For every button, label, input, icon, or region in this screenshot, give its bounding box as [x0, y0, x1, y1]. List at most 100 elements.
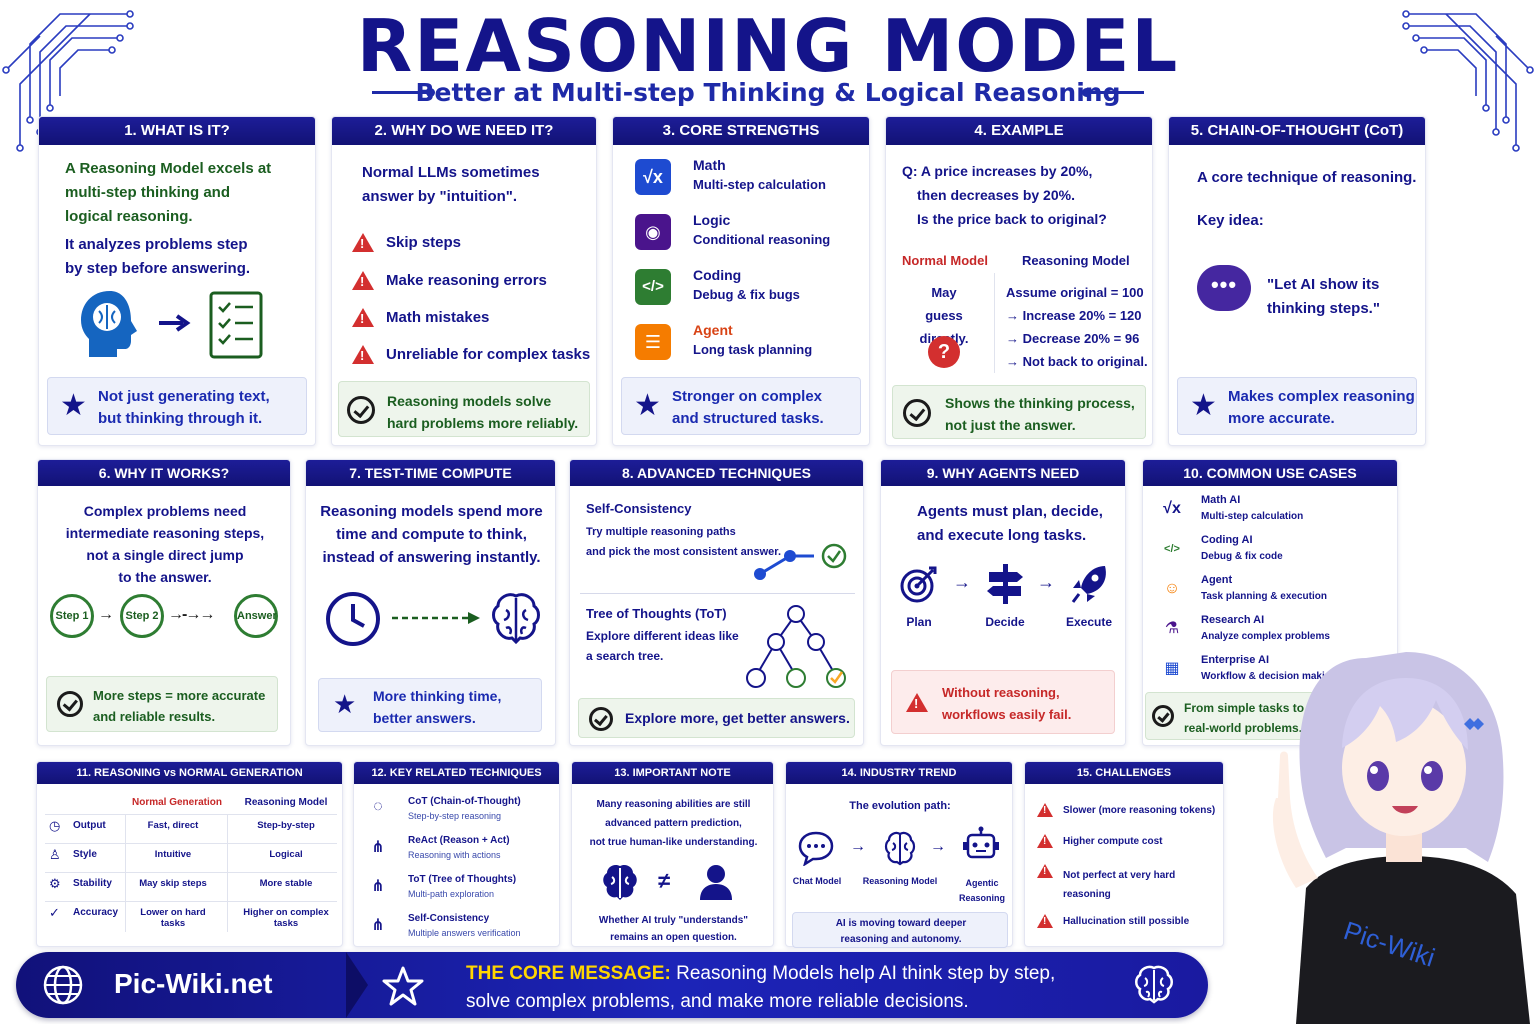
text-line: Reasoning models solve	[387, 393, 552, 409]
callout-box: Without reasoning, workflows easily fail…	[891, 670, 1115, 734]
col-header-normal: Normal Generation	[131, 797, 223, 808]
self-consistency-title: Self-Consistency	[586, 501, 692, 516]
text-line: AI is moving toward deeper	[835, 918, 967, 929]
callout-box: Shows the thinking process, not just the…	[892, 385, 1146, 439]
normal-value: Lower on hard tasks	[140, 907, 206, 929]
table-divider	[227, 814, 228, 932]
use-case-desc: Multi-step calculation	[1201, 511, 1304, 522]
text-line: thinking steps."	[1267, 300, 1380, 317]
text-line: and pick the most consistent answer.	[586, 546, 781, 558]
arrow-icon: →	[850, 838, 866, 855]
warning-icon	[352, 271, 374, 290]
brain-icon	[884, 831, 916, 866]
text-line: More steps = more accurate	[93, 688, 266, 703]
callout-box: ★ Not just generating text, but thinking…	[47, 377, 307, 435]
text-line: more accurate.	[1228, 410, 1335, 427]
circuit-decoration-left	[2, 10, 134, 152]
card-chain-of-thought: 5. CHAIN-OF-THOUGHT (CoT) A core techniq…	[1168, 116, 1426, 446]
use-case-desc: Workflow & decision making	[1201, 671, 1337, 682]
flow-label-execute: Execute	[1065, 615, 1113, 629]
arrow-icon: →	[1037, 572, 1055, 592]
warning-icon	[352, 345, 374, 364]
strength-desc: Conditional reasoning	[693, 232, 831, 247]
technique-desc: Reasoning with actions	[408, 850, 501, 860]
path-consistency-icon	[754, 543, 847, 580]
key-idea-quote: "Let AI show its thinking steps."	[1267, 273, 1380, 321]
divider	[994, 273, 995, 373]
self-consistency-text: Try multiple reasoning paths and pick th…	[586, 522, 781, 562]
page-subtitle: Better at Multi-step Thinking & Logical …	[415, 78, 1121, 107]
check-icon: ✓	[49, 905, 60, 920]
chat-icon: ◌	[373, 798, 383, 815]
building-icon: ▦	[1164, 660, 1180, 677]
text-line: Not perfect at very hard	[1063, 870, 1176, 881]
arrow-icon: →	[953, 572, 971, 592]
callout-text: More steps = more accurate and reliable …	[93, 685, 265, 727]
card-why-agents-need-reasoning: 9. WHY AGENTS NEED REASONING? Agents mus…	[880, 459, 1126, 746]
text-line: Shows the thinking process,	[945, 395, 1135, 411]
text-line: but thinking through it.	[98, 410, 263, 427]
table-divider	[45, 843, 337, 844]
callout-text: Shows the thinking process, not just the…	[945, 392, 1135, 436]
star-outline-icon	[382, 966, 424, 1006]
warning-icon	[1037, 864, 1053, 878]
brain-icon	[1135, 965, 1173, 1004]
text-line: Normal LLMs sometimes	[362, 164, 540, 181]
stage-reasoning-model: Reasoning Model	[862, 876, 938, 886]
callout-text: Explore more, get better answers.	[625, 710, 850, 726]
callout-text: Stronger on complex and structured tasks…	[672, 386, 824, 430]
analysis-text: It analyzes problems step by step before…	[65, 233, 305, 281]
chat-bubble-icon	[798, 831, 834, 866]
strength-name: Logic	[693, 212, 731, 228]
person-icon	[700, 865, 732, 900]
subtitle-row: Better at Multi-step Thinking & Logical …	[0, 76, 1536, 110]
step-1-circle: Step 1	[50, 594, 94, 638]
subtitle-line-left	[372, 91, 430, 94]
not-equal-icon: ≠	[658, 868, 671, 893]
text-line: May guess	[925, 285, 963, 323]
normal-value: Fast, direct	[147, 820, 199, 831]
table-divider	[45, 814, 337, 815]
issue-item: Make reasoning errors	[386, 272, 547, 289]
signpost-icon	[987, 564, 1023, 604]
dashed-arrow-icon: →-→→	[168, 606, 215, 623]
use-case-name: Enterprise AI	[1201, 654, 1270, 666]
normal-value: May skip steps	[139, 878, 207, 889]
flow-label-plan: Plan	[906, 615, 932, 629]
text-line: Complex problems need	[83, 503, 247, 519]
star-icon: ★	[333, 689, 357, 719]
target-icon	[900, 566, 937, 603]
callout-text: More thinking time, better answers.	[373, 685, 501, 729]
challenge-item: Slower (more reasoning tokens)	[1063, 805, 1216, 816]
arrow-right-icon	[159, 314, 191, 332]
issue-item: Skip steps	[386, 234, 462, 251]
code-icon: </>	[635, 269, 671, 305]
card-important-note: 13. IMPORTANT NOTE Many reasoning abilit…	[571, 761, 774, 947]
callout-text: AI is moving toward deeper reasoning and…	[793, 916, 1009, 948]
strength-name: Agent	[693, 322, 733, 338]
text-line: Agentic	[965, 878, 999, 888]
warning-icon	[1037, 914, 1053, 928]
text-line: multi-step thinking and	[65, 184, 230, 201]
card-challenges: 15. CHALLENGES Slower (more reasoning to…	[1024, 761, 1224, 947]
technique-name: Self-Consistency	[408, 913, 490, 924]
callout-box: ★ More thinking time, better answers.	[318, 678, 542, 732]
text-line: a search tree.	[586, 649, 664, 663]
callout-box: ★ Makes complex reasoning more accurate.	[1177, 377, 1417, 435]
text-line: → Not back to original.	[1006, 354, 1148, 369]
subtitle-dot-right	[1082, 88, 1091, 97]
strength-desc: Multi-step calculation	[693, 177, 826, 192]
warning-icon	[352, 233, 374, 252]
tree-diagram-icon	[746, 605, 846, 688]
card-advanced-techniques: 8. ADVANCED TECHNIQUES Self-Consistency …	[569, 459, 864, 746]
text-line: It analyzes problems step	[65, 236, 248, 253]
reasoning-value: Step-by-step	[257, 820, 315, 831]
use-case-desc: Debug & fix code	[1201, 551, 1283, 562]
technique-desc: Multiple answers verification	[408, 928, 521, 938]
code-icon: </>	[1164, 543, 1180, 555]
card-title: 12. KEY RELATED TECHNIQUES	[354, 762, 559, 784]
text-line: reasoning and autonomy.	[840, 934, 962, 945]
technique-desc: Step-by-step reasoning	[408, 811, 502, 821]
